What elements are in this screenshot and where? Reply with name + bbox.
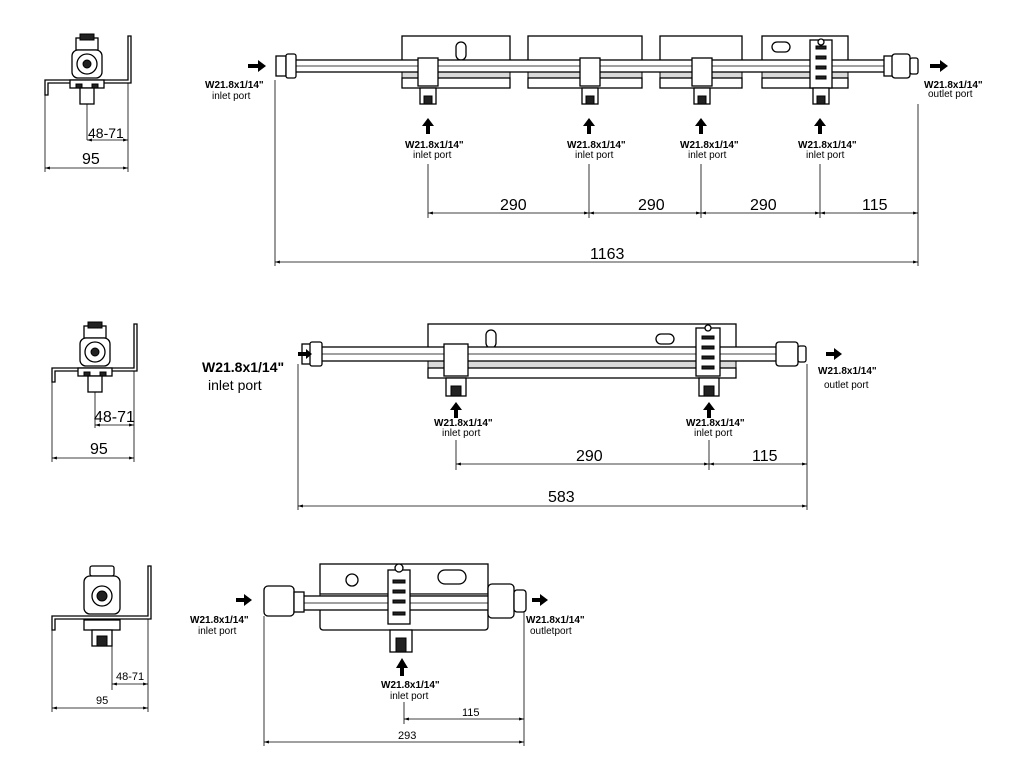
spacing-label: 290	[638, 197, 665, 214]
port-sublabel: inlet port	[694, 428, 733, 439]
side-width-label: 95	[90, 441, 108, 458]
side-range-label: 48-71	[88, 125, 124, 141]
flow-arrows-bottom	[236, 594, 548, 676]
port-label: W21.8x1/14"	[686, 418, 745, 429]
port-sublabel: inlet port	[575, 150, 614, 161]
side-view-top: 48-71 95	[44, 33, 132, 172]
spacing-label: 290	[576, 448, 603, 465]
manifold-body-bottom	[263, 563, 527, 653]
view-four-port-manifold: 48-71 95	[44, 33, 983, 266]
dimensions-bottom	[263, 612, 525, 746]
outlet-sublabel: outletport	[530, 626, 572, 637]
spacing-label: 290	[500, 197, 527, 214]
total-length-label: 583	[548, 489, 575, 506]
port-sublabel: inlet port	[806, 150, 845, 161]
port-sublabel: inlet port	[413, 150, 452, 161]
dimensions-middle	[297, 364, 808, 510]
port-label: W21.8x1/14"	[434, 418, 493, 429]
spacing-label: 115	[752, 448, 778, 465]
inlet-label: W21.8x1/14"	[205, 80, 264, 91]
outlet-label: W21.8x1/14"	[526, 615, 585, 626]
outlet-sublabel: outlet port	[928, 89, 973, 100]
port-label: W21.8x1/14"	[381, 680, 440, 691]
dimensions-top	[274, 80, 919, 266]
port-sublabel: inlet port	[442, 428, 481, 439]
inlet-sublabel: inlet port	[208, 377, 262, 393]
manifold-body-top	[275, 35, 919, 105]
port-label: W21.8x1/14"	[798, 140, 857, 151]
view-two-port-manifold: 48-71 95	[51, 321, 877, 510]
flow-arrows-middle	[298, 348, 842, 418]
outlet-label: W21.8x1/14"	[818, 366, 877, 377]
port-label: W21.8x1/14"	[405, 140, 464, 151]
spacing-label: 115	[462, 707, 480, 719]
side-width-label: 95	[96, 695, 108, 707]
port-sublabel: inlet port	[688, 150, 727, 161]
port-label: W21.8x1/14"	[567, 140, 626, 151]
flow-arrows-top	[248, 60, 948, 134]
inlet-sublabel: inlet port	[198, 626, 237, 637]
inlet-label: W21.8x1/14"	[190, 615, 249, 626]
side-range-label: 48-71	[116, 671, 144, 683]
inlet-sublabel: inlet port	[212, 91, 251, 102]
inlet-label: W21.8x1/14"	[202, 359, 284, 375]
outlet-label: W21.8x1/14"	[924, 80, 983, 91]
side-range-label: 48-71	[94, 409, 135, 426]
port-sublabel: inlet port	[390, 691, 429, 702]
outlet-sublabel: outlet port	[824, 380, 869, 391]
manifold-body-middle	[301, 323, 807, 397]
total-length-label: 293	[398, 730, 416, 742]
side-view-bottom: 48-71 95	[51, 565, 152, 712]
side-width-label: 95	[82, 151, 100, 168]
total-length-label: 1163	[590, 246, 625, 263]
side-view-middle: 48-71 95	[51, 321, 138, 462]
port-label: W21.8x1/14"	[680, 140, 739, 151]
spacing-label: 115	[862, 197, 888, 214]
spacing-label: 290	[750, 197, 777, 214]
view-single-port-manifold: 48-71 95	[51, 563, 585, 746]
